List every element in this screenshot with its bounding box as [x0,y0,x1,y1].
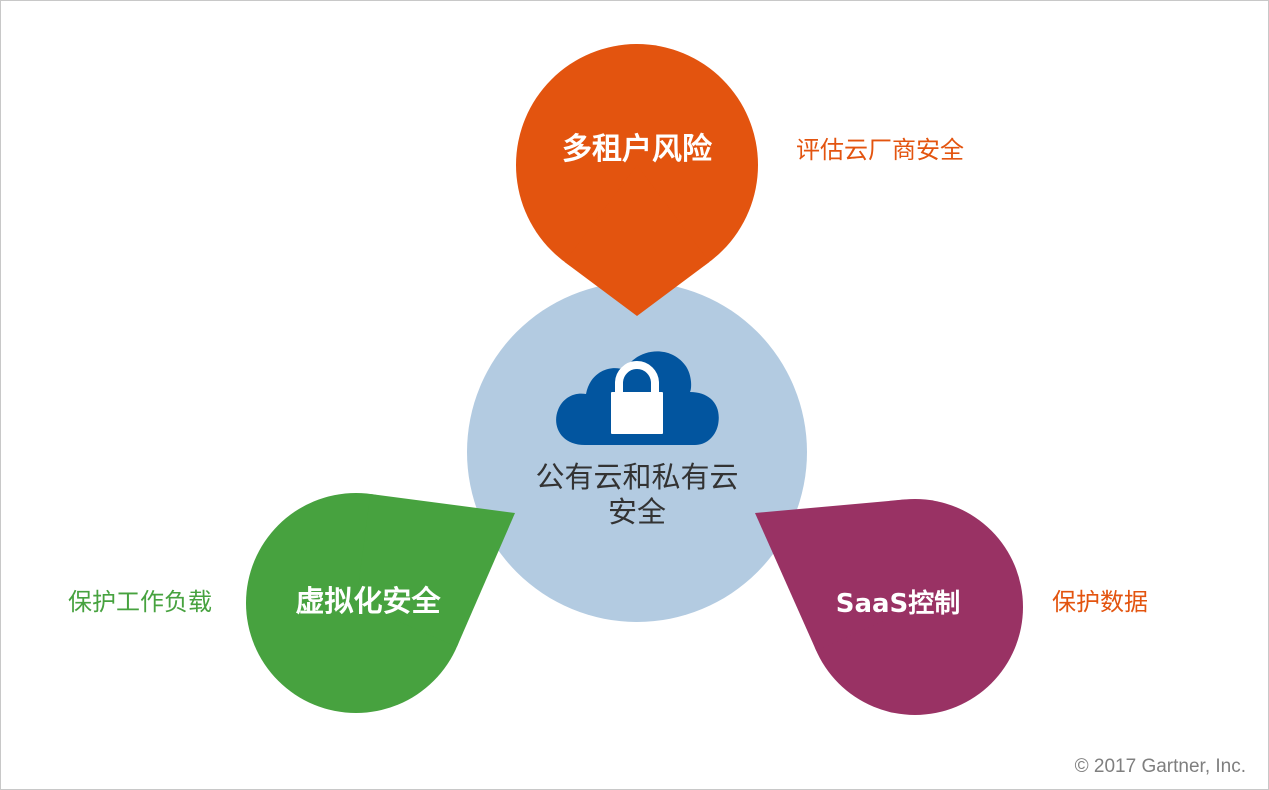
petal-tip [755,499,915,651]
petal-virtualization-security [246,493,515,713]
cloud-lock-icon [556,351,719,445]
petal-title-multi-tenant: 多租户风险 [562,132,713,167]
petal-title-virtualization: 虚拟化安全 [295,584,441,618]
petal-tip [356,493,515,647]
side-label-saas: 保护数据 [1052,588,1148,616]
petal-multi-tenant-risk [516,44,758,316]
center-title-line2: 安全 [608,495,666,529]
center-title-line1: 公有云和私有云 [535,460,738,494]
petal-title-saas: SaaS控制 [836,589,961,619]
side-label-multi-tenant: 评估云厂商安全 [796,136,964,164]
petal-saas-control [755,499,1023,715]
petal-tip [564,165,710,316]
copyright-notice: © 2017 Gartner, Inc. [1075,756,1246,777]
side-label-virtualization: 保护工作负载 [68,588,212,616]
center-circle [467,282,807,622]
